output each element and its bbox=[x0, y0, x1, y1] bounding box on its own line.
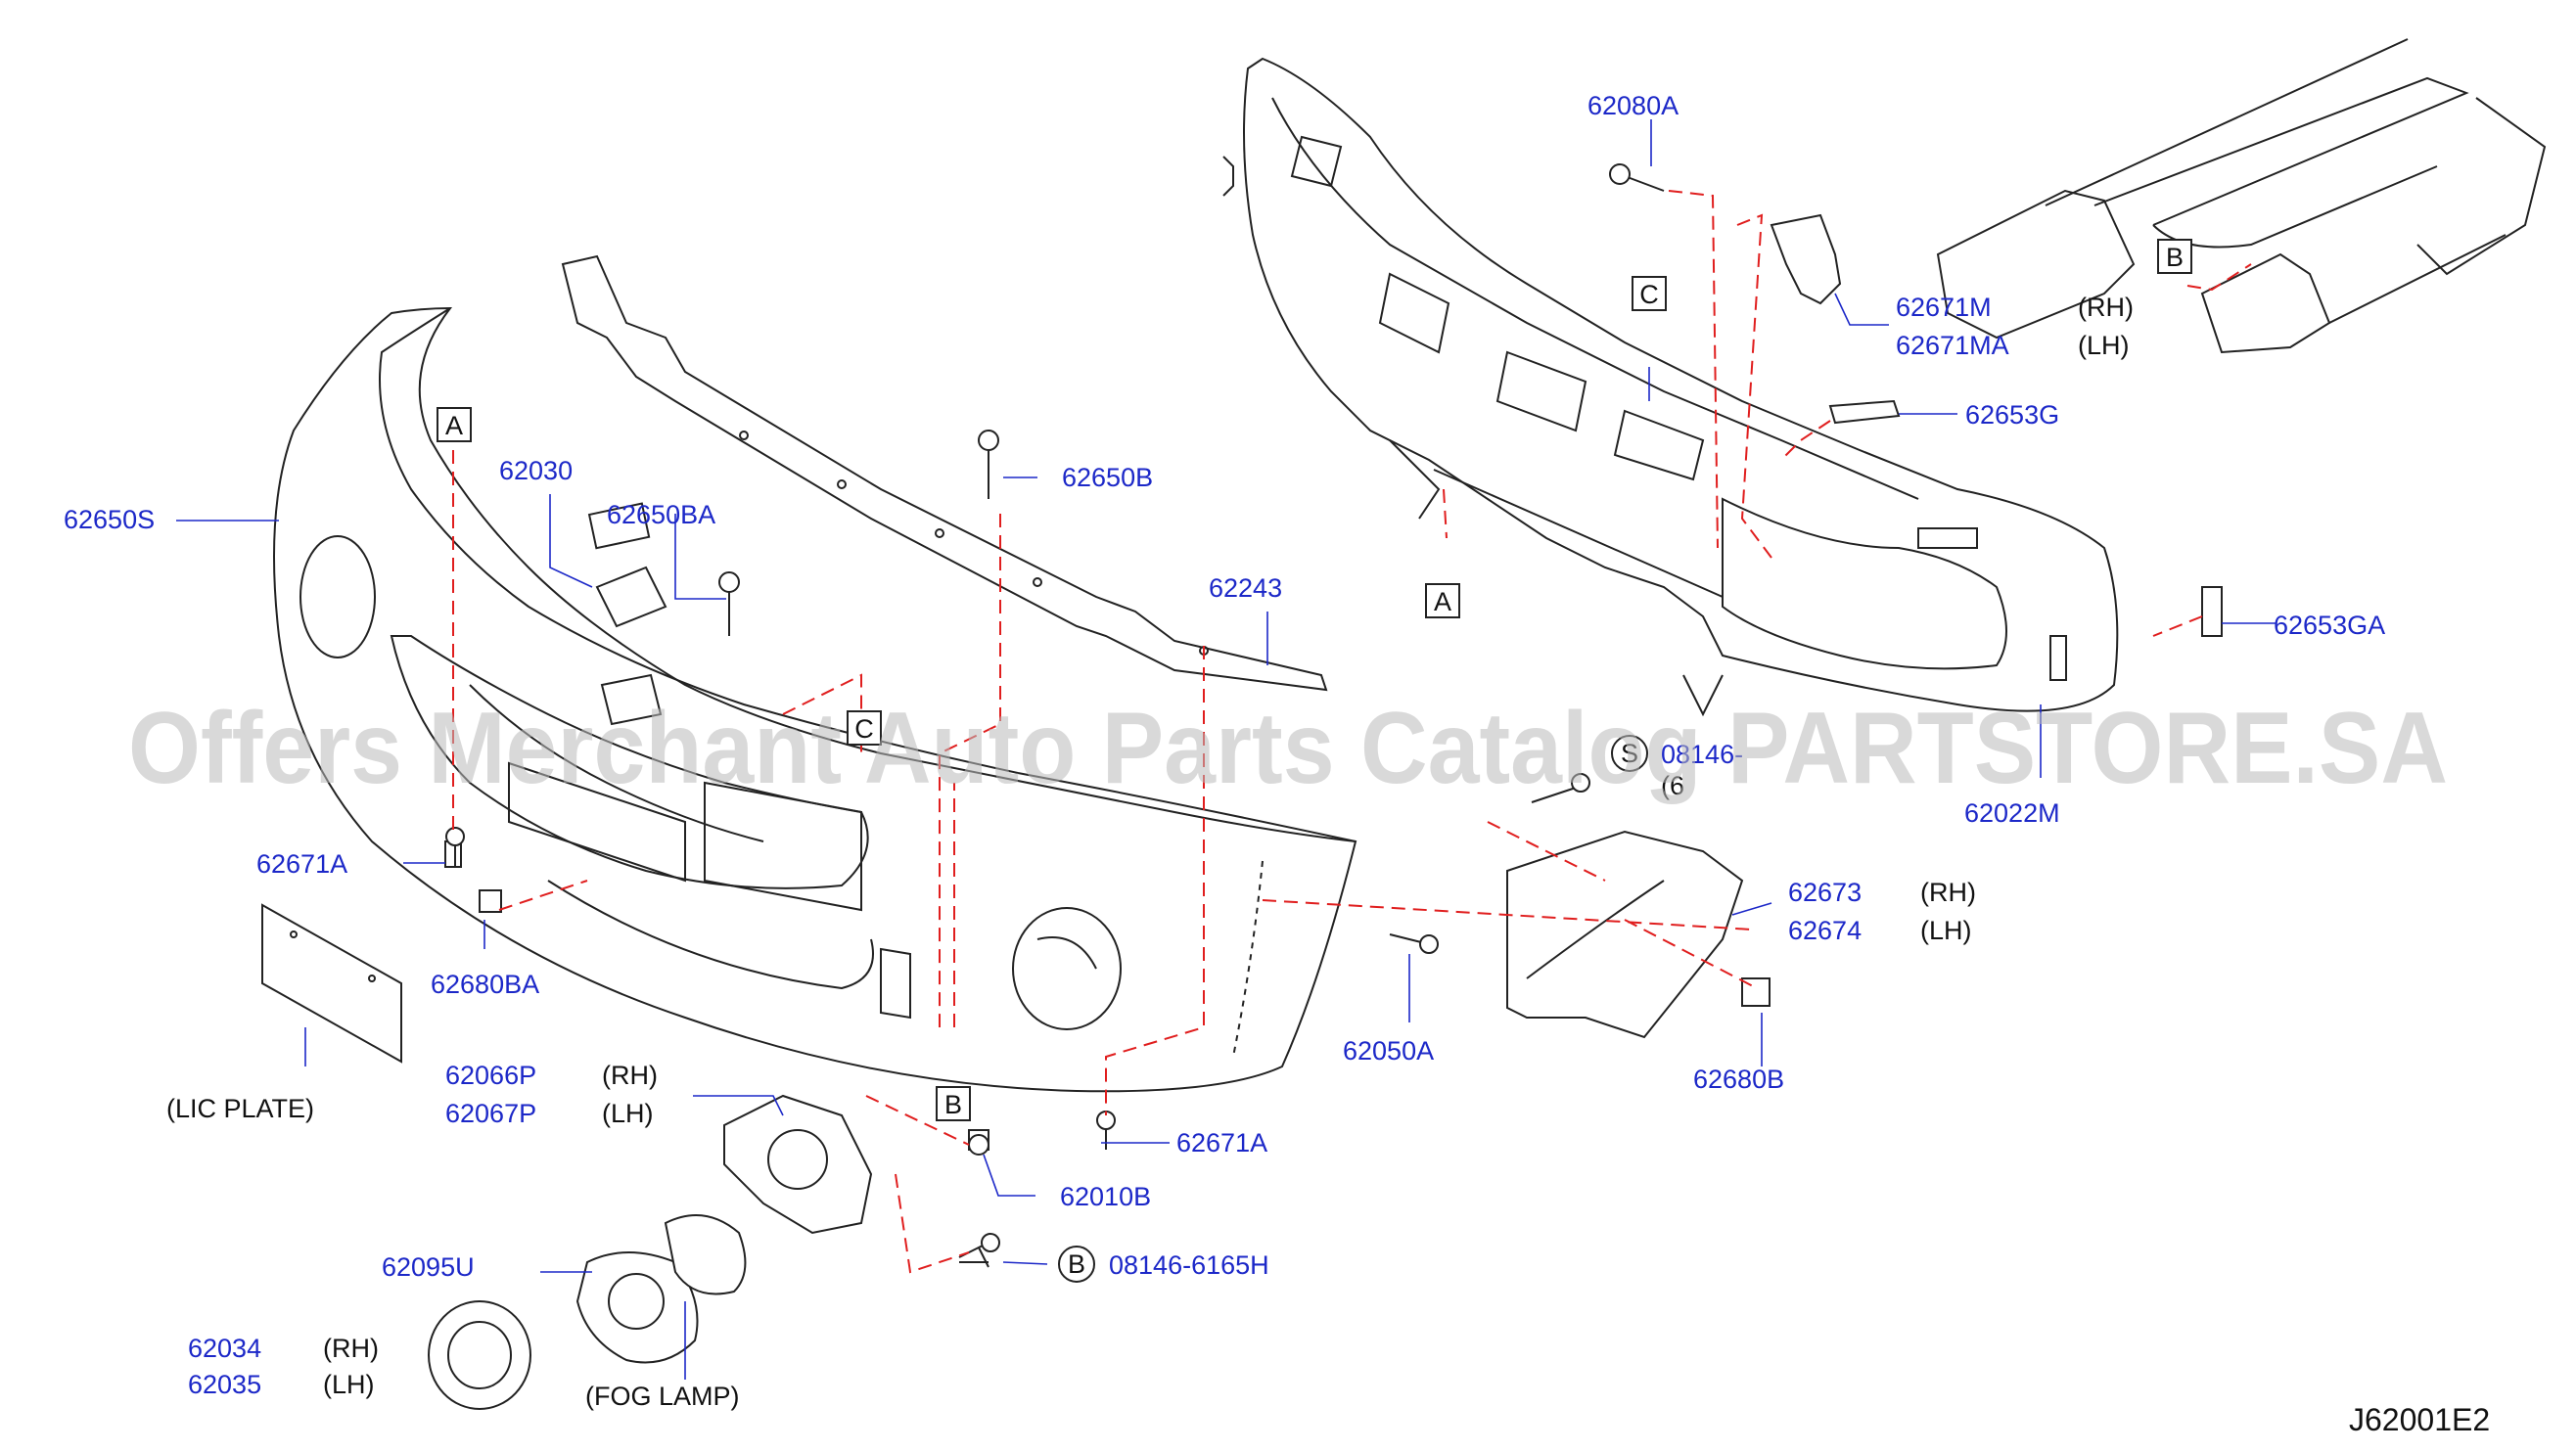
bumper-retainer-drawing bbox=[1222, 57, 2119, 717]
label-62673-rh: (RH) bbox=[1920, 878, 1976, 907]
frame-rails-drawing bbox=[1936, 38, 2547, 354]
reinforcement-bar-drawing bbox=[561, 254, 1328, 692]
label-08146-6165H[interactable]: 08146-6165H bbox=[1109, 1250, 1269, 1280]
label-62022M[interactable]: 62022M bbox=[1964, 798, 2060, 828]
label-62066P-rh: (RH) bbox=[602, 1061, 658, 1090]
reference-c-left: C bbox=[847, 710, 882, 746]
label-62035-lh: (LH) bbox=[323, 1370, 375, 1399]
label-62030[interactable]: 62030 bbox=[499, 456, 573, 485]
label-62674[interactable]: 62674 bbox=[1788, 916, 1862, 945]
svg-text:S: S bbox=[1621, 739, 1638, 768]
svg-text:B: B bbox=[1068, 1249, 1085, 1279]
label-62674-lh: (LH) bbox=[1920, 916, 1972, 945]
label-62671MA-lh: (LH) bbox=[2078, 331, 2130, 360]
label-62680BA[interactable]: 62680BA bbox=[431, 970, 539, 999]
label-62034-rh: (RH) bbox=[323, 1334, 379, 1363]
svg-text:C: C bbox=[1639, 280, 1659, 309]
svg-text:B: B bbox=[2166, 243, 2184, 272]
label-62671M[interactable]: 62671M bbox=[1896, 293, 1992, 322]
label-62650S[interactable]: 62650S bbox=[64, 505, 155, 534]
label-62010B[interactable]: 62010B bbox=[1060, 1182, 1151, 1211]
reference-b-top-right: B bbox=[2157, 239, 2192, 274]
label-62671A-left[interactable]: 62671A bbox=[256, 849, 347, 879]
label-62050A[interactable]: 62050A bbox=[1343, 1036, 1434, 1066]
label-62067P-lh: (LH) bbox=[602, 1099, 654, 1128]
label-62680B[interactable]: 62680B bbox=[1693, 1065, 1784, 1094]
svg-text:C: C bbox=[854, 714, 874, 744]
watermark: Offers Merchant Auto Parts Catalog PARTS… bbox=[128, 692, 2448, 805]
license-plate-drawing bbox=[261, 840, 502, 1064]
label-62671MA[interactable]: 62671MA bbox=[1896, 331, 2009, 360]
brackets-drawing bbox=[445, 163, 2223, 1258]
label-qty-partial: (6 bbox=[1661, 771, 1684, 800]
label-fog-lamp: (FOG LAMP) bbox=[585, 1382, 740, 1411]
diagram-code: J62001E2 bbox=[2349, 1402, 2490, 1437]
label-62653GA[interactable]: 62653GA bbox=[2274, 611, 2385, 640]
leader-lines bbox=[176, 119, 2276, 1380]
label-62066P[interactable]: 62066P bbox=[445, 1061, 536, 1090]
svg-text:A: A bbox=[1434, 587, 1451, 616]
label-08146-partial[interactable]: 08146- bbox=[1661, 740, 1743, 769]
label-62653G[interactable]: 62653G bbox=[1965, 400, 2059, 430]
label-62671M-rh: (RH) bbox=[2078, 293, 2134, 322]
reference-c-right: C bbox=[1632, 276, 1667, 311]
label-62080A[interactable]: 62080A bbox=[1587, 91, 1679, 120]
reference-b-circle: B bbox=[1058, 1246, 1095, 1283]
svg-text:B: B bbox=[944, 1090, 962, 1119]
reference-b-bottom: B bbox=[936, 1086, 971, 1121]
reference-s-circle: S bbox=[1611, 735, 1648, 772]
svg-text:A: A bbox=[445, 411, 463, 440]
label-62671A-bottom[interactable]: 62671A bbox=[1176, 1128, 1267, 1157]
label-62035[interactable]: 62035 bbox=[188, 1370, 261, 1399]
label-62673[interactable]: 62673 bbox=[1788, 878, 1862, 907]
fog-lamp-drawing bbox=[428, 1094, 989, 1410]
label-62067P[interactable]: 62067P bbox=[445, 1099, 536, 1128]
reference-a-right: A bbox=[1425, 583, 1460, 618]
assembly-guide-lines bbox=[452, 190, 2252, 1274]
label-62243[interactable]: 62243 bbox=[1209, 573, 1282, 603]
label-lic-plate: (LIC PLATE) bbox=[166, 1094, 314, 1123]
label-62095U[interactable]: 62095U bbox=[382, 1252, 475, 1282]
label-62650BA[interactable]: 62650BA bbox=[607, 500, 715, 529]
label-62034[interactable]: 62034 bbox=[188, 1334, 261, 1363]
reference-a-top: A bbox=[437, 407, 472, 442]
label-62650B[interactable]: 62650B bbox=[1062, 463, 1153, 492]
